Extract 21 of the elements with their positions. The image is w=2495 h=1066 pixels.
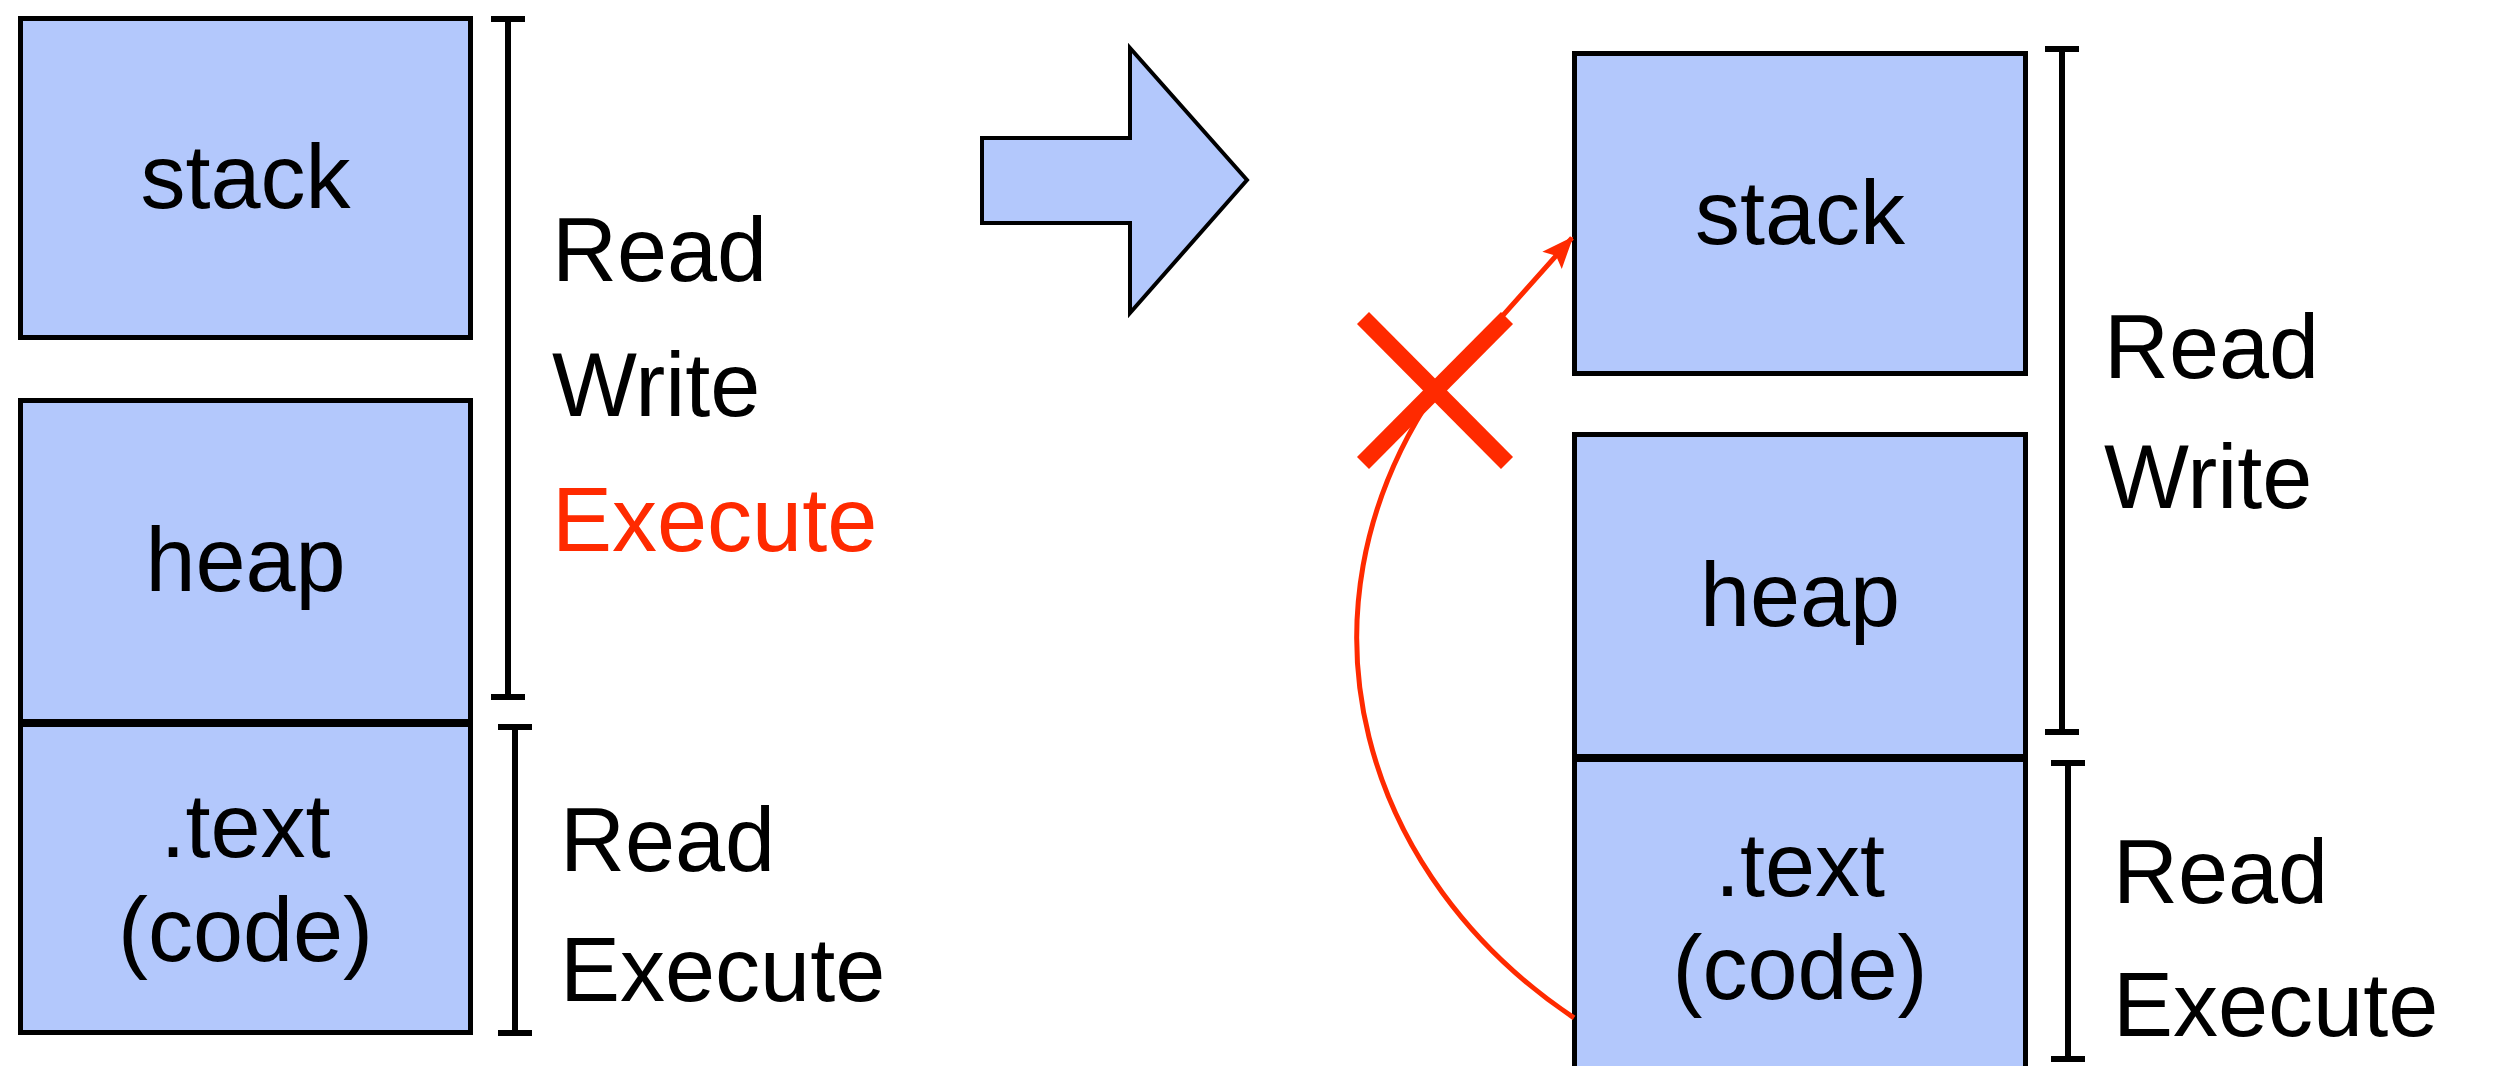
permission-label: Read (560, 795, 776, 885)
segment-label: heap (145, 509, 346, 613)
permission-label: Write (2104, 432, 2313, 522)
permission-label: Execute (552, 475, 878, 565)
segment-label: heap (1699, 543, 1901, 647)
permission-label: Execute (560, 925, 886, 1015)
memory-segment-box (1572, 757, 2028, 1066)
permission-label: Read (2104, 302, 2320, 392)
segment-label: .text (code) (1671, 813, 1929, 1020)
segment-label: .text (code) (116, 775, 375, 982)
memory-segment-box (1572, 432, 2028, 759)
memory-segment-box (18, 398, 473, 724)
permission-label: Write (552, 340, 761, 430)
segment-label: stack (1694, 161, 1906, 265)
segment-label: stack (140, 126, 351, 230)
memory-segment-box (1572, 51, 2028, 376)
permission-label: Execute (2113, 960, 2439, 1050)
memory-segment-box (18, 722, 473, 1035)
memory-segment-box (18, 16, 473, 340)
permission-label: Read (2113, 827, 2329, 917)
permission-label: Read (552, 205, 768, 295)
